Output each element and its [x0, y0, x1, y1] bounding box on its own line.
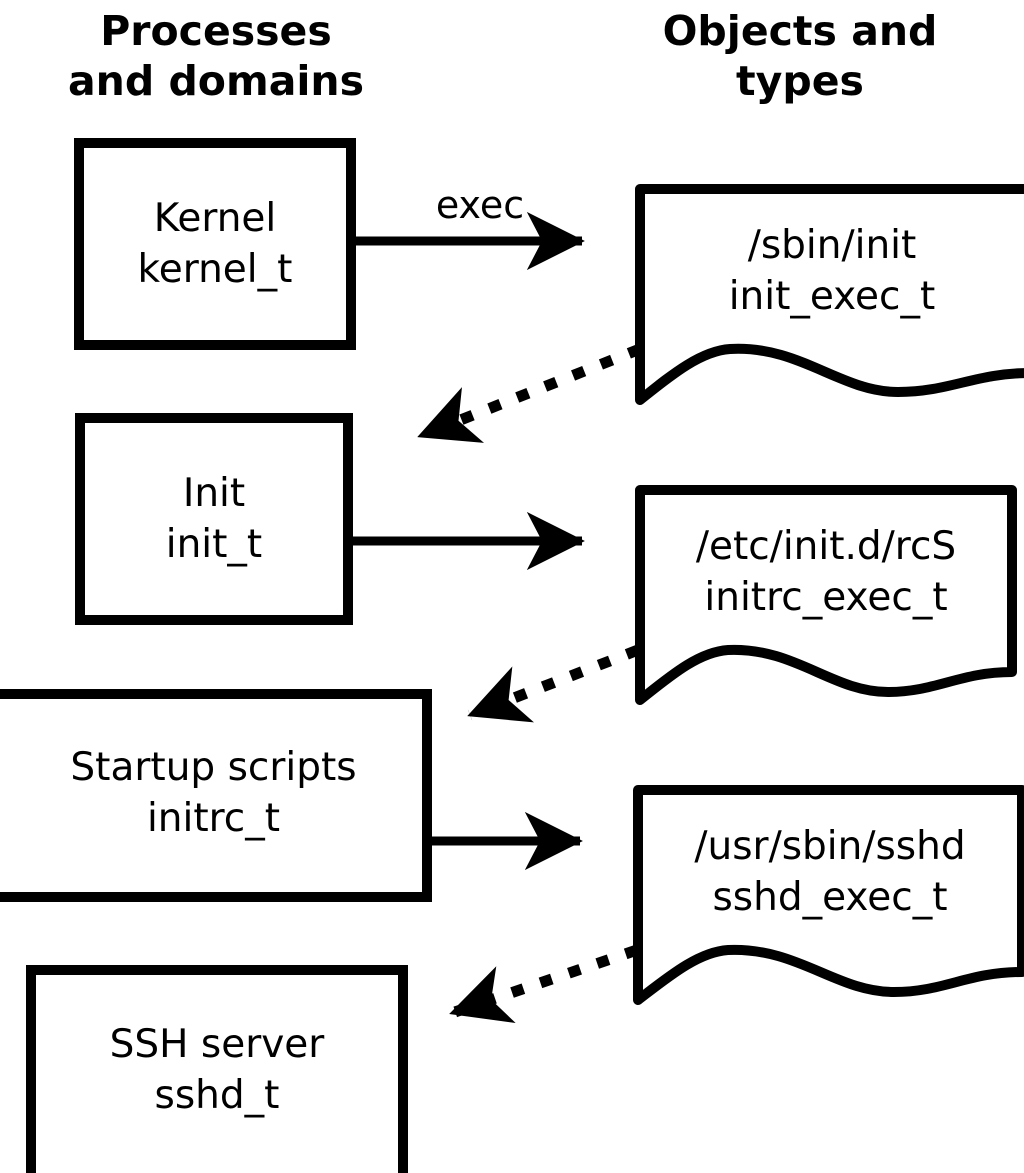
process-box-kernel[interactable]	[74, 138, 356, 350]
column-header-objects: Objects and types	[662, 7, 938, 105]
object-doc-sshd-exec[interactable]	[633, 785, 1024, 1005]
node-ssh-server[interactable]	[31, 970, 403, 1173]
process-box-initrc[interactable]	[0, 689, 432, 902]
process-box-init[interactable]	[75, 413, 353, 625]
column-header-processes: Processes and domains	[67, 7, 365, 105]
node-etc-initd-rcs[interactable]	[640, 490, 1012, 700]
edge-label-exec: exec	[435, 183, 525, 227]
node-usr-sbin-sshd[interactable]	[638, 790, 1022, 1000]
node-init[interactable]	[80, 418, 348, 620]
node-startup-scripts[interactable]	[0, 694, 427, 897]
edge-rcsexec-to-initrc	[467, 644, 640, 723]
edge-initexec-to-init	[417, 343, 643, 443]
node-kernel[interactable]	[79, 143, 351, 345]
edge-sshdexec-to-sshd	[449, 944, 639, 1024]
process-box-sshd[interactable]	[26, 965, 408, 1173]
object-doc-initrc-exec[interactable]	[635, 485, 1017, 705]
node-sbin-init[interactable]	[640, 189, 1024, 400]
object-doc-init-exec[interactable]	[635, 184, 1024, 405]
